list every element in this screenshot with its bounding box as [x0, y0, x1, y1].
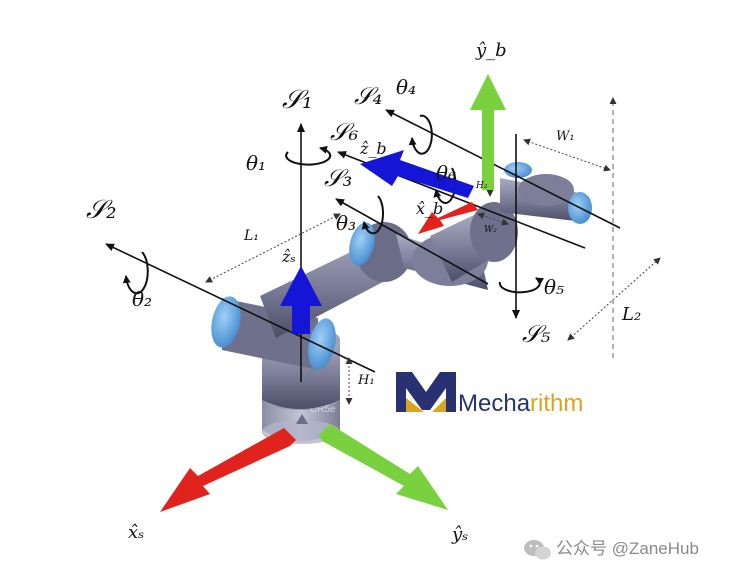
label-s5: 𝒮₅ [522, 320, 551, 348]
dim-l1 [205, 213, 341, 283]
wrist-cap-top [504, 162, 532, 178]
label-s4: 𝒮₄ [354, 82, 382, 110]
watermark-text: 公众号 @ZaneHub [556, 539, 699, 558]
dim-w2 [477, 212, 509, 226]
rotation-arrow-theta1 [285, 145, 332, 166]
elbow-cap [349, 222, 375, 266]
label-w2: W₂ [484, 225, 497, 235]
label-s1: 𝒮₁ [282, 85, 313, 115]
warning-triangle-icon [296, 414, 308, 424]
rotation-arrow-theta5 [498, 277, 545, 294]
xb-arrow [418, 202, 478, 234]
logo-text: Mecharithm [458, 390, 583, 417]
label-h2: H₂ [475, 181, 488, 191]
label-s2: 𝒮₂ [86, 195, 117, 225]
label-s6: 𝒮₆ [330, 118, 359, 146]
logo-mark-icon [396, 372, 456, 412]
label-theta4: θ₄ [396, 75, 416, 99]
ys-arrow [318, 424, 448, 510]
robot-model-label: UR5e [310, 404, 336, 415]
xs-arrow [160, 428, 296, 512]
watermark: 公众号 @ZaneHub [524, 539, 699, 560]
label-theta2: θ₂ [132, 287, 152, 311]
label-yb: ŷ_b [475, 40, 507, 61]
label-w1: W₁ [556, 129, 575, 144]
shoulder-cap-left [211, 296, 241, 348]
label-theta6: θ₆ [436, 161, 456, 185]
dim-w1 [523, 138, 611, 172]
label-xb: x̂_b [416, 199, 443, 218]
axis-s2 [105, 243, 376, 373]
label-theta1: θ₁ [246, 151, 266, 175]
dim-l2 [567, 257, 661, 341]
rotation-arrow-theta6 [433, 167, 457, 204]
rotation-arrow-theta3 [361, 195, 385, 235]
labels: 𝒮₁ 𝒮₂ 𝒮₃ 𝒮₄ 𝒮₅ 𝒮₆ θ₁ θ₂ θ₃ θ₄ θ₅ θ₆ x̂ₛ … [86, 40, 641, 545]
zs-arrow [280, 266, 322, 334]
label-l1: L₁ [243, 228, 259, 244]
robot-body: UR5e [211, 162, 592, 444]
shoulder-cap-right [308, 318, 336, 370]
wechat-icon [524, 540, 551, 560]
label-zb: ẑ_b [359, 139, 387, 158]
axis-s3 [335, 198, 489, 285]
logo-text-part2: rithm [530, 390, 583, 417]
label-xs: x̂ₛ [128, 522, 144, 543]
yb-arrow [470, 74, 506, 190]
logo-text-part1: Mecha [458, 390, 531, 417]
label-ys: ŷₛ [451, 524, 468, 545]
zb-arrow [360, 150, 474, 198]
axis-s4 [385, 109, 621, 229]
space-frame [160, 266, 448, 512]
label-zs: ẑₛ [281, 247, 296, 266]
label-h1: H₁ [357, 373, 375, 388]
label-theta3: θ₃ [336, 211, 356, 235]
label-s3: 𝒮₃ [324, 164, 352, 192]
body-frame [360, 74, 506, 234]
mecharithm-logo: Mecharithm [396, 372, 583, 417]
rotation-arrows [122, 114, 545, 295]
rotation-arrow-theta4 [408, 114, 433, 155]
rotation-arrow-theta2 [122, 251, 149, 295]
label-theta5: θ₅ [544, 275, 564, 299]
label-l2: L₂ [621, 304, 641, 325]
